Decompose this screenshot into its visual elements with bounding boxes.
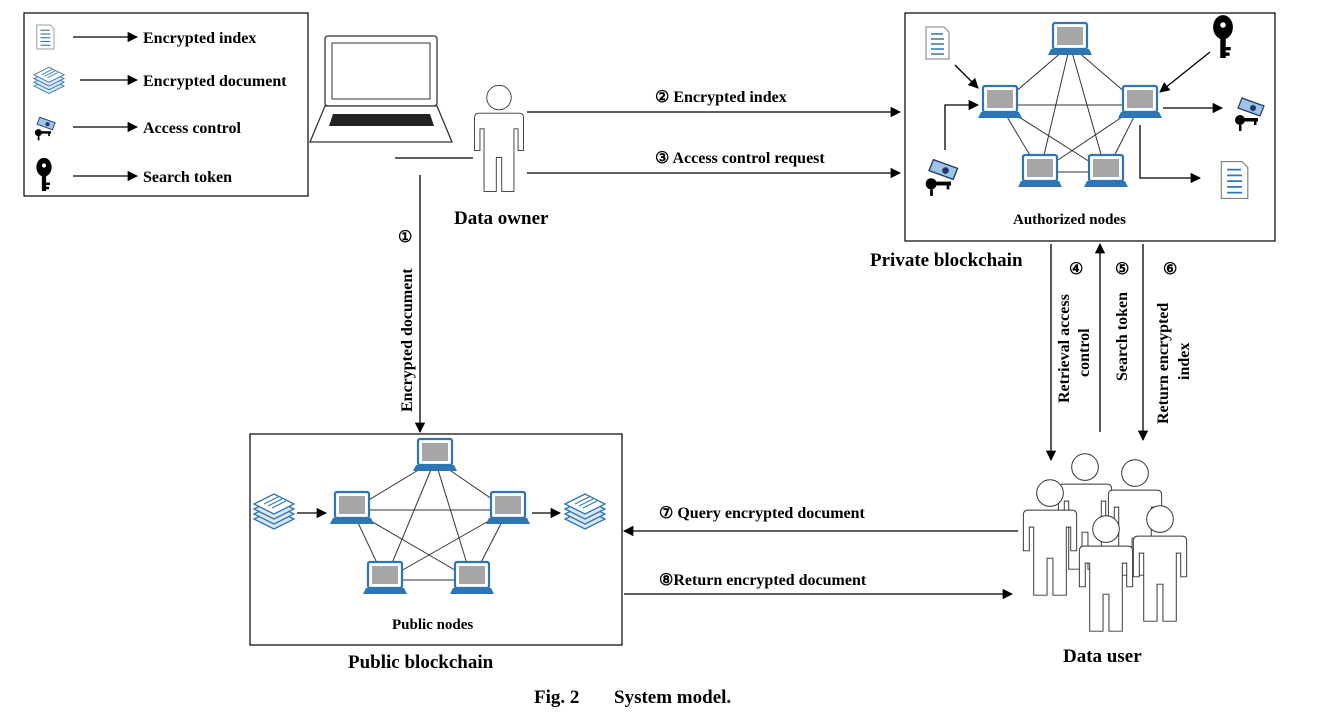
legend-label-encrypted-index: Encrypted index xyxy=(143,30,256,47)
figure-number: Fig. 2 xyxy=(534,687,579,708)
step7-label: ⑦ Query encrypted document xyxy=(659,505,866,522)
step4-number: ④ xyxy=(1069,261,1083,278)
legend-label-access-control: Access control xyxy=(143,120,241,137)
public-blockchain: Public nodes Public blockchain xyxy=(249,433,623,673)
public-blockchain-title: Public blockchain xyxy=(348,652,494,673)
private-blockchain-title: Private blockchain xyxy=(870,250,1023,271)
step4-label-line1: Retrieval access xyxy=(1056,294,1073,403)
private-blockchain-box xyxy=(904,12,1276,242)
data-user-label: Data user xyxy=(1063,646,1142,667)
figure-caption: System model. xyxy=(614,687,731,708)
public-node xyxy=(361,560,409,596)
authorized-node xyxy=(1082,153,1130,189)
step5-number: ⑤ xyxy=(1115,261,1129,278)
authorized-nodes-label: Authorized nodes xyxy=(1013,212,1126,228)
authorized-node xyxy=(1116,84,1164,120)
step1-number: ① xyxy=(398,229,412,246)
data-user: Data user xyxy=(1022,453,1188,667)
public-node xyxy=(411,437,459,473)
step8-label: ⑧Return encrypted document xyxy=(659,572,867,589)
step1-label: Encrypted document xyxy=(399,268,416,412)
data-owner: Data owner xyxy=(309,35,549,229)
public-nodes-label: Public nodes xyxy=(392,617,473,633)
step5-label: Search token xyxy=(1114,292,1131,381)
document-icon xyxy=(925,26,950,60)
authorized-node xyxy=(976,84,1024,120)
legend: Encrypted index Encrypted document Acces… xyxy=(23,12,309,197)
public-node xyxy=(448,560,496,596)
step6-label-line1: Return encrypted xyxy=(1155,303,1172,424)
data-owner-label: Data owner xyxy=(454,208,549,229)
legend-label-encrypted-document: Encrypted document xyxy=(143,73,287,90)
owner-person-icon xyxy=(474,84,524,192)
public-node xyxy=(328,490,376,526)
legend-box xyxy=(23,12,309,197)
authorized-node xyxy=(1046,21,1094,57)
document-icon xyxy=(36,24,55,50)
step6-label-line2: index xyxy=(1176,343,1193,380)
step6-number: ⑥ xyxy=(1163,261,1177,278)
document-icon xyxy=(1220,160,1249,200)
public-node xyxy=(484,490,532,526)
step3-label: ③ Access control request xyxy=(655,150,825,167)
laptop-icon xyxy=(309,35,453,143)
authorized-node xyxy=(1016,153,1064,189)
private-blockchain: Authorized nodes Private blockchain xyxy=(870,12,1276,271)
step2-label: ② Encrypted index xyxy=(655,89,787,106)
legend-label-search-token: Search token xyxy=(143,169,232,186)
step4-label-line2: control xyxy=(1076,328,1093,377)
